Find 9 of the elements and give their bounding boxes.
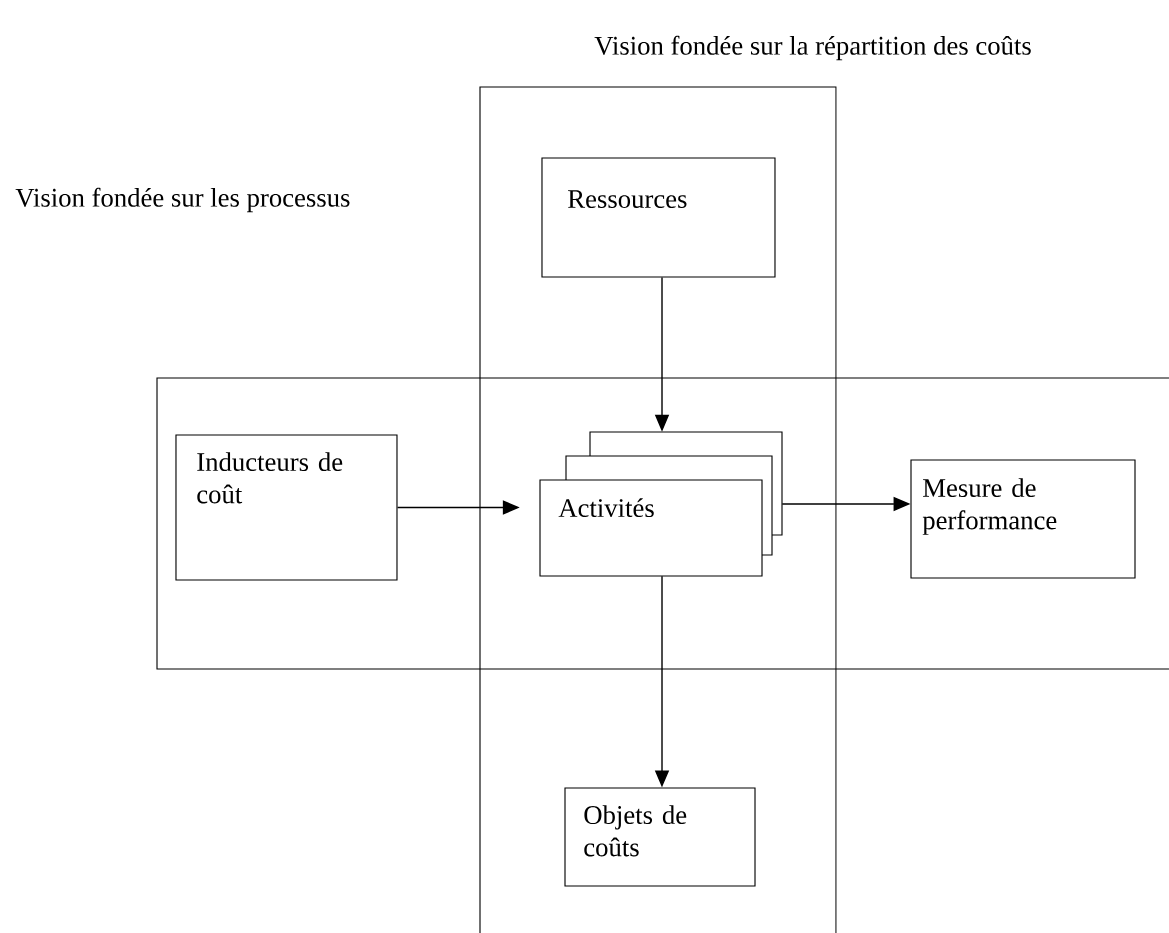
band-heading: Vision fondée sur les processus [15, 187, 350, 213]
process-box: Inducteurs de coût [175, 434, 398, 581]
process-box: Ressources [541, 157, 776, 278]
process-box: Objets de coûts [564, 787, 756, 887]
band [479, 86, 837, 933]
band-heading: Vision fondée sur la répartition des coûts [594, 35, 1031, 61]
process-box: Mesure de performance [910, 459, 1136, 579]
stacked-box: Activités [539, 431, 783, 577]
band [156, 377, 1169, 670]
